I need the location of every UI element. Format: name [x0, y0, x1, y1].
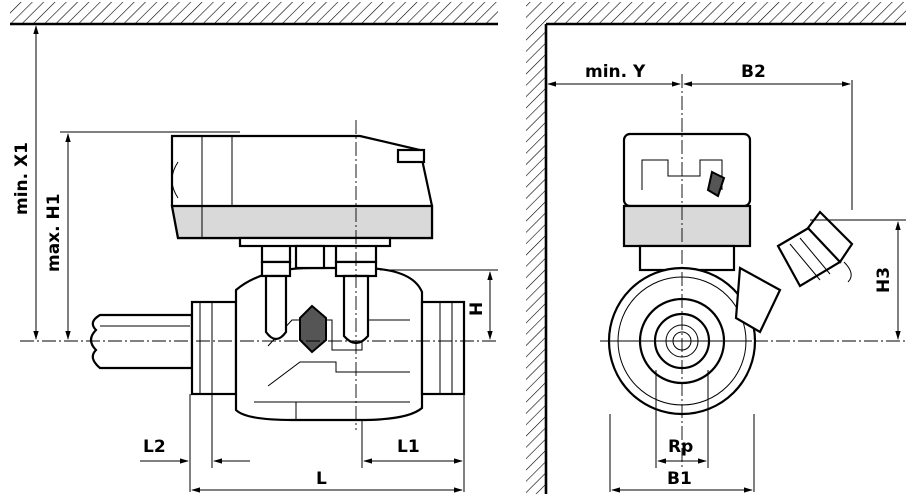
ceiling-wall-hatch-right [526, 2, 906, 494]
valve-body-side [190, 266, 466, 422]
actuator-front [622, 132, 752, 272]
max-h1-label: max. H1 [44, 193, 64, 272]
front-view: min. Y B2 H3 Rp B1 [526, 2, 906, 494]
h3-label: H3 [874, 267, 894, 293]
b1-label: B1 [667, 469, 692, 489]
ceiling-hatch-left [10, 2, 498, 26]
min-y-label: min. Y [585, 62, 646, 82]
actuator-side [170, 134, 434, 270]
b2-label: B2 [741, 62, 766, 82]
pipe-left [89, 313, 194, 370]
l-label: L [316, 469, 327, 489]
h-label: H [467, 302, 487, 316]
rp-label: Rp [668, 437, 693, 457]
angled-test-port [734, 210, 854, 334]
min-x1-label: min. X1 [12, 142, 32, 215]
l1-label: L1 [397, 437, 420, 457]
side-view: min. X1 max. H1 H L2 L1 L [10, 2, 498, 493]
l2-label: L2 [143, 437, 166, 457]
